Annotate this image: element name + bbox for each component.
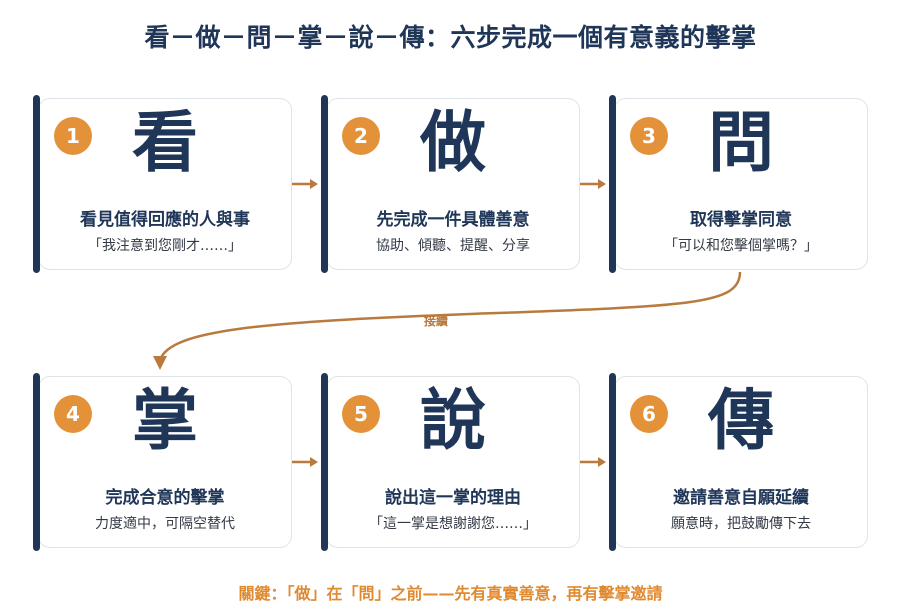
step-character: 掌 — [132, 382, 198, 459]
step-character: 問 — [708, 104, 774, 181]
step-character: 傳 — [708, 382, 774, 459]
arrow-right-icon — [292, 457, 318, 467]
step-heading: 取得擊掌同意 — [690, 210, 792, 230]
connector-label: 接續 — [424, 314, 449, 328]
step-heading: 看見值得回應的人與事 — [80, 210, 250, 230]
card-accent-bar — [321, 95, 328, 273]
step-heading: 先完成一件具體善意 — [376, 210, 530, 230]
step-card-1: 1 看 看見值得回應的人與事 「我注意到您剛才……」 — [33, 95, 292, 273]
card-accent-bar — [609, 95, 616, 273]
arrow-right-icon — [580, 457, 606, 467]
step-heading: 邀請善意自願延續 — [673, 488, 809, 508]
step-number-badge: 3 — [630, 117, 668, 155]
step-character: 看 — [132, 104, 198, 181]
step-character: 做 — [420, 104, 486, 181]
step-number-badge: 1 — [54, 117, 92, 155]
step-number-badge: 4 — [54, 395, 92, 433]
step-description: 「這一掌是想謝謝您……」 — [369, 516, 537, 532]
step-card-6: 6 傳 邀請善意自願延續 願意時，把鼓勵傳下去 — [609, 373, 868, 551]
step-description: 力度適中，可隔空替代 — [95, 516, 235, 532]
step-description: 「我注意到您剛才……」 — [88, 238, 242, 254]
card-accent-bar — [321, 373, 328, 551]
step-card-3: 3 問 取得擊掌同意 「可以和您擊個掌嗎？」 — [609, 95, 868, 273]
step-heading: 說出這一掌的理由 — [385, 488, 521, 508]
step-number-badge: 2 — [342, 117, 380, 155]
step-number-badge: 6 — [630, 395, 668, 433]
card-accent-bar — [609, 373, 616, 551]
card-accent-bar — [33, 373, 40, 551]
step-card-2: 2 做 先完成一件具體善意 協助、傾聽、提醒、分享 — [321, 95, 580, 273]
footer-note: 關鍵：「做」在「問」之前——先有真實善意，再有擊掌邀請 — [238, 584, 663, 603]
step-number-badge: 5 — [342, 395, 380, 433]
step-card-5: 5 說 說出這一掌的理由 「這一掌是想謝謝您……」 — [321, 373, 580, 551]
step-description: 願意時，把鼓勵傳下去 — [671, 516, 811, 532]
step-description: 協助、傾聽、提醒、分享 — [376, 238, 530, 254]
diagram-title: 看－做－問－掌－說－傳：六步完成一個有意義的擊掌 — [144, 23, 757, 52]
step-heading: 完成合意的擊掌 — [105, 488, 225, 508]
step-character: 說 — [420, 382, 486, 459]
arrow-right-icon — [580, 179, 606, 189]
card-accent-bar — [33, 95, 40, 273]
step-description: 「可以和您擊個掌嗎？」 — [664, 238, 818, 254]
arrow-right-icon — [292, 179, 318, 189]
step-card-4: 4 掌 完成合意的擊掌 力度適中，可隔空替代 — [33, 373, 292, 551]
